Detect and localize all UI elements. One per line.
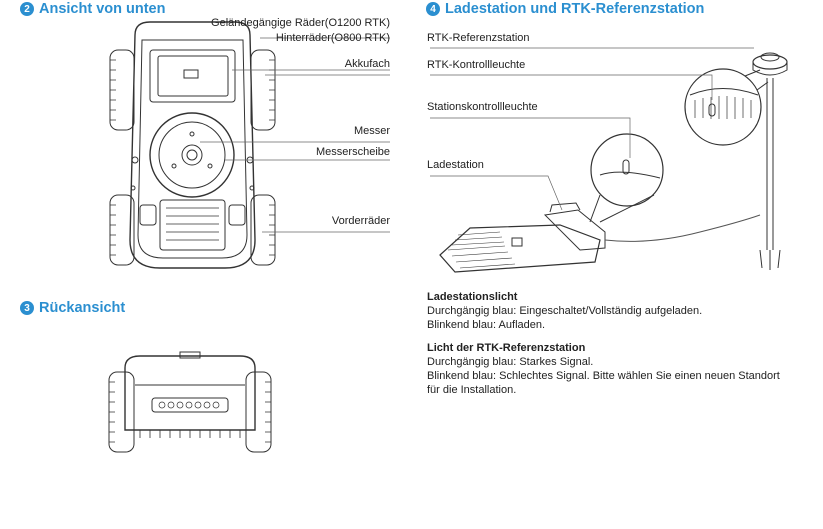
charging-station-illustration bbox=[430, 117, 761, 273]
rtk-light-line3: für die Installation. bbox=[427, 384, 517, 396]
section-number-badge: 2 bbox=[20, 2, 34, 16]
label-blade-disc: Messerscheibe bbox=[316, 146, 390, 158]
section-title: Ladestation und RTK-Referenzstation bbox=[445, 1, 705, 17]
label-battery-compartment: Akkufach bbox=[344, 58, 390, 70]
rtk-station-illustration bbox=[430, 47, 788, 270]
section-title: Rückansicht bbox=[39, 300, 126, 316]
label-offroad-wheels: Geländegängige Räder(O1200 RTK) bbox=[211, 17, 390, 29]
station-light-line1: Durchgängig blau: Eingeschaltet/Vollstän… bbox=[427, 305, 703, 317]
leader-lines bbox=[200, 37, 390, 233]
section-3-heading: 3 Rückansicht bbox=[20, 300, 125, 316]
label-rtk-station: RTK-Referenzstation bbox=[427, 32, 530, 44]
label-blade: Messer bbox=[353, 125, 390, 137]
mower-rear-illustration bbox=[108, 351, 272, 453]
rtk-light-line2: Blinkend blau: Schlechtes Signal. Bitte … bbox=[427, 370, 780, 382]
rtk-light-line1: Durchgängig blau: Starkes Signal. bbox=[427, 356, 594, 368]
section-number-badge: 3 bbox=[20, 301, 34, 315]
station-light-title: Ladestationslicht bbox=[427, 291, 518, 303]
section-number-badge: 4 bbox=[426, 2, 440, 16]
mower-bottom-illustration bbox=[109, 21, 276, 269]
section-4-heading: 4 Ladestation und RTK-Referenzstation bbox=[426, 1, 704, 17]
label-charging-station: Ladestation bbox=[427, 159, 484, 171]
label-front-wheels: Vorderräder bbox=[331, 215, 390, 227]
station-light-line2: Blinkend blau: Aufladen. bbox=[427, 319, 546, 331]
section-title: Ansicht von unten bbox=[39, 1, 166, 17]
label-rear-wheels: Hinterräder(O800 RTK) bbox=[275, 32, 390, 44]
label-rtk-light: RTK-Kontrollleuchte bbox=[427, 59, 526, 71]
rtk-light-title: Licht der RTK-Referenzstation bbox=[427, 342, 586, 354]
label-station-light: Stationskontrollleuchte bbox=[427, 101, 538, 113]
section-2-heading: 2 Ansicht von unten bbox=[20, 1, 165, 17]
